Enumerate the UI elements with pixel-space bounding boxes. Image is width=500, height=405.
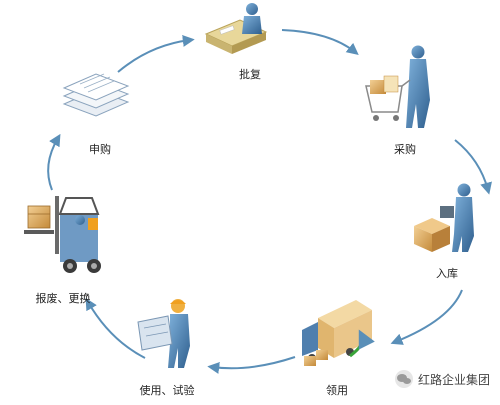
requisition-icon xyxy=(302,300,375,366)
arrow-requisition-to-use xyxy=(207,356,296,374)
step-label-approve: 批复 xyxy=(239,68,261,81)
watermark: 红路企业集团 xyxy=(394,370,490,388)
step-label-requisition: 领用 xyxy=(326,384,348,397)
step-label-scrap-replace: 报废、更换 xyxy=(35,292,91,305)
arrow-purchase-to-warehouse xyxy=(454,139,492,195)
use-test-icon xyxy=(137,299,190,368)
purchase-icon xyxy=(365,45,430,128)
arrow-approve-to-purchase xyxy=(281,29,359,55)
apply-documents-icon xyxy=(62,73,130,117)
arrow-apply-to-approve xyxy=(117,34,195,73)
cycle-arrows xyxy=(47,29,492,374)
step-label-apply: 申购 xyxy=(89,143,111,156)
warehouse-in-icon xyxy=(414,183,474,252)
arrow-warehouse-to-requisition xyxy=(390,289,463,345)
wechat-icon xyxy=(394,370,413,388)
step-label-use-test: 使用、试验 xyxy=(139,384,195,397)
watermark-text: 红路企业集团 xyxy=(417,372,490,387)
scrap-replace-icon xyxy=(24,196,101,273)
step-label-purchase: 采购 xyxy=(394,143,416,156)
approve-icon xyxy=(204,3,268,54)
step-label-warehouse-in: 入库 xyxy=(436,267,458,280)
arrow-use-to-scrap xyxy=(85,297,146,359)
arrow-scrap-to-apply xyxy=(47,133,61,191)
